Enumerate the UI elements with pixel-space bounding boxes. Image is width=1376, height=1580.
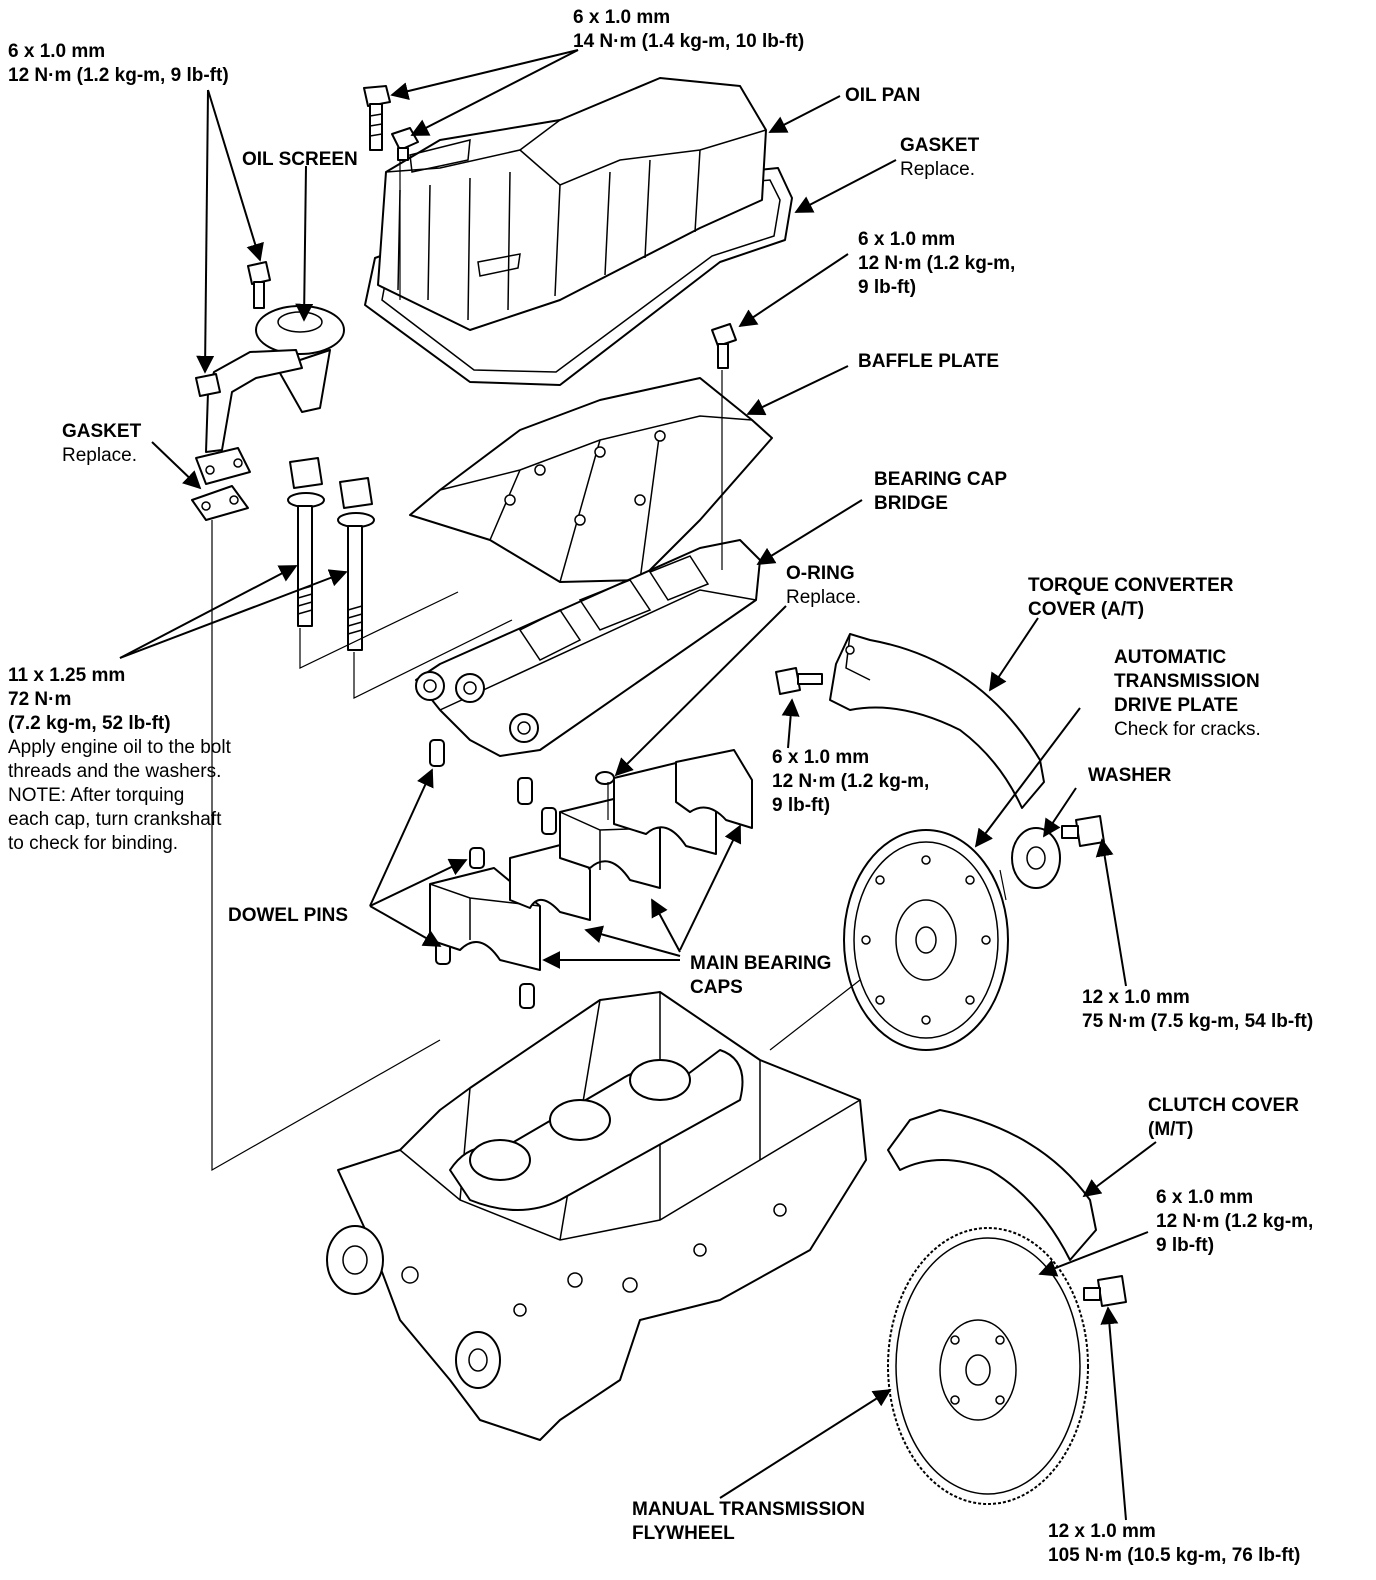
oil-screen-gasket [191,485,249,521]
oil-pan-label: OIL PAN [845,85,921,106]
oil-pan [377,77,767,331]
baffle-bolt [711,323,737,369]
o-ring [595,771,615,785]
washer-label: WASHER [1088,765,1172,786]
oil-screen-nut [195,373,221,397]
baffle-plate-label: BAFFLE PLATE [858,351,1000,372]
bearing-cap-bridge-label: BEARING CAP BRIDGE [874,469,1008,514]
main-bearing-caps-label: MAIN BEARING CAPS [690,953,832,998]
main-bearing-caps [429,749,753,971]
o-ring-label: O-RING Replace. [786,563,861,608]
main-bolt-2 [337,477,375,651]
baffle-plate [409,377,773,583]
flywheel-label: MANUAL TRANSMISSION FLYWHEEL [632,1499,865,1544]
main-bolt-spec: 11 x 1.25 mm 72 N·m (7.2 kg-m, 52 lb-ft)… [8,665,231,854]
dowel-pins [429,739,557,1009]
oil-pan-bolt [363,85,391,151]
flywheel [887,1227,1089,1505]
oil-screen-bolt [247,261,271,309]
drive-plate-label: AUTOMATIC TRANSMISSION DRIVE PLATE Check… [1114,647,1261,740]
oil-screen-assembly [195,305,345,485]
converter-bolt-spec: 6 x 1.0 mm 12 N·m (1.2 kg-m, 9 lb-ft) [772,747,930,816]
washer [1011,827,1061,889]
drive-plate [843,829,1009,1051]
bearing-cap-bridge [415,539,761,757]
clutch-bolt-spec: 6 x 1.0 mm 12 N·m (1.2 kg-m, 9 lb-ft) [1156,1187,1314,1256]
main-bolt-1 [287,457,325,627]
oil-pan-bolt-spec: 6 x 1.0 mm 14 N·m (1.4 kg-m, 10 lb-ft) [573,7,805,52]
baffle-bolt-spec: 6 x 1.0 mm 12 N·m (1.2 kg-m, 9 lb-ft) [858,229,1016,298]
leader-arrows [119,49,1157,1521]
dowel-pins-label: DOWEL PINS [228,905,348,926]
torque-converter-cover-label: TORQUE CONVERTER COVER (A/T) [1028,575,1234,620]
oil-screen-bolt-spec: 6 x 1.0 mm 12 N·m (1.2 kg-m, 9 lb-ft) [8,41,229,86]
engine-block [326,991,867,1441]
oil-screen-label: OIL SCREEN [242,149,358,170]
drive-plate-bolt-spec: 12 x 1.0 mm 75 N·m (7.5 kg-m, 54 lb-ft) [1082,987,1314,1032]
clutch-cover-label: CLUTCH COVER (M/T) [1148,1095,1299,1140]
drive-plate-bolt [1061,815,1105,847]
gasket-top-label: GASKET Replace. [900,135,980,180]
torque-converter-cover [829,633,1045,809]
gasket-left-label: GASKET Replace. [62,421,142,466]
clutch-cover [887,1109,1097,1261]
flywheel-bolt [1083,1275,1127,1307]
flywheel-bolt-spec: 12 x 1.0 mm 105 N·m (10.5 kg-m, 76 lb-ft… [1048,1521,1301,1566]
converter-bolt [775,667,823,695]
alignment-lines [211,160,1007,1172]
